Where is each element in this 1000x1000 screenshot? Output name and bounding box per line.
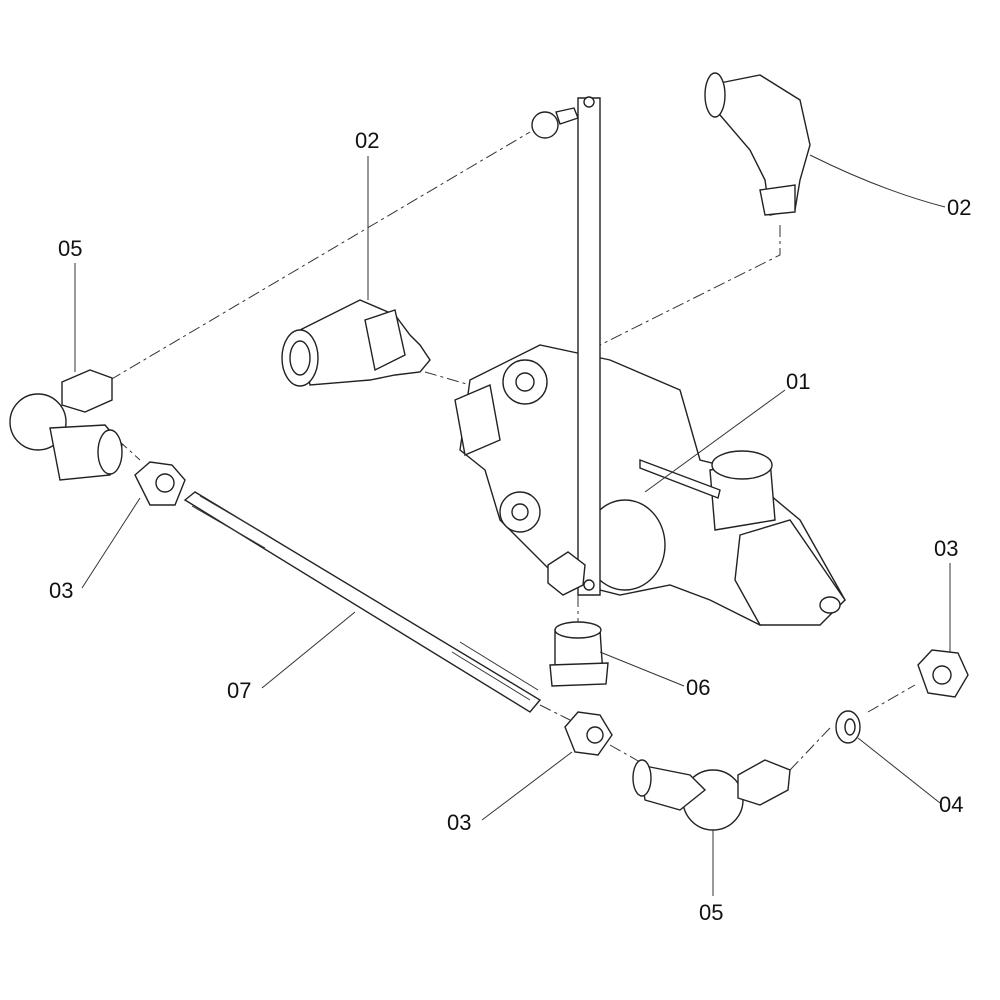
part-04-washer [835,710,861,744]
part-02-elbow-fitting-right [704,72,811,216]
callout-01: 01 [786,369,811,394]
leader-lines [74,154,951,896]
part-05-ball-joint-bottom [632,759,791,831]
part-06-bushing [549,621,609,687]
callout-03-middle: 03 [447,810,472,835]
callout-02-right: 02 [947,195,972,220]
callout-03-right: 03 [934,536,959,561]
part-07-threaded-rod [183,491,542,713]
callout-07: 07 [227,678,252,703]
callout-03-left: 03 [49,578,74,603]
part-03-nut-right [917,649,969,698]
part-03-nut-middle [564,711,613,756]
callout-02-left: 02 [355,128,380,153]
callout-05-left: 05 [58,236,83,261]
part-05-ball-joint-left [9,369,123,481]
callout-06: 06 [686,675,711,700]
callout-04: 04 [939,792,964,817]
part-03-nut-left [134,461,186,506]
part-01-valve-body [454,96,846,626]
part-02-elbow-fitting-left [281,299,431,387]
callout-05-bottom: 05 [699,900,724,925]
